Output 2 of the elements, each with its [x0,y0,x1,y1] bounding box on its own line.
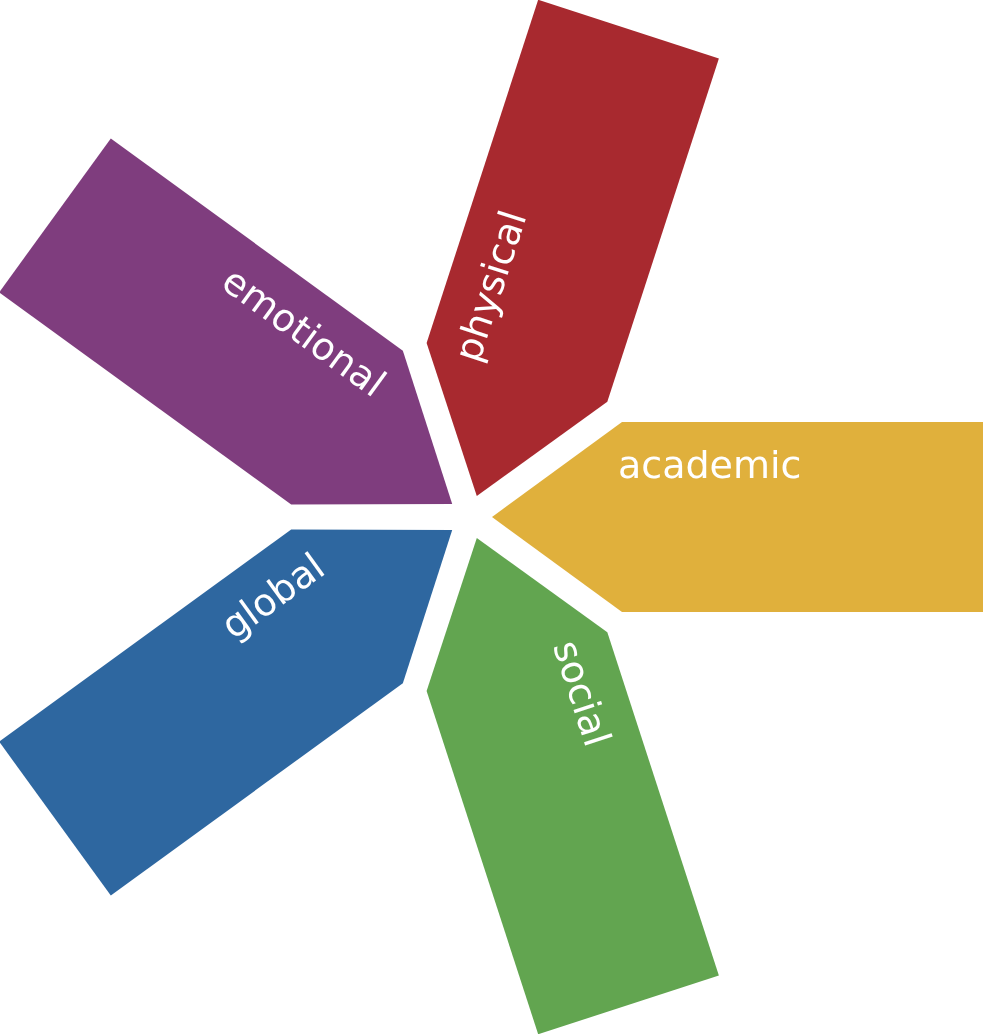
segment-label: social [543,634,621,752]
segment-label: academic [618,442,802,488]
